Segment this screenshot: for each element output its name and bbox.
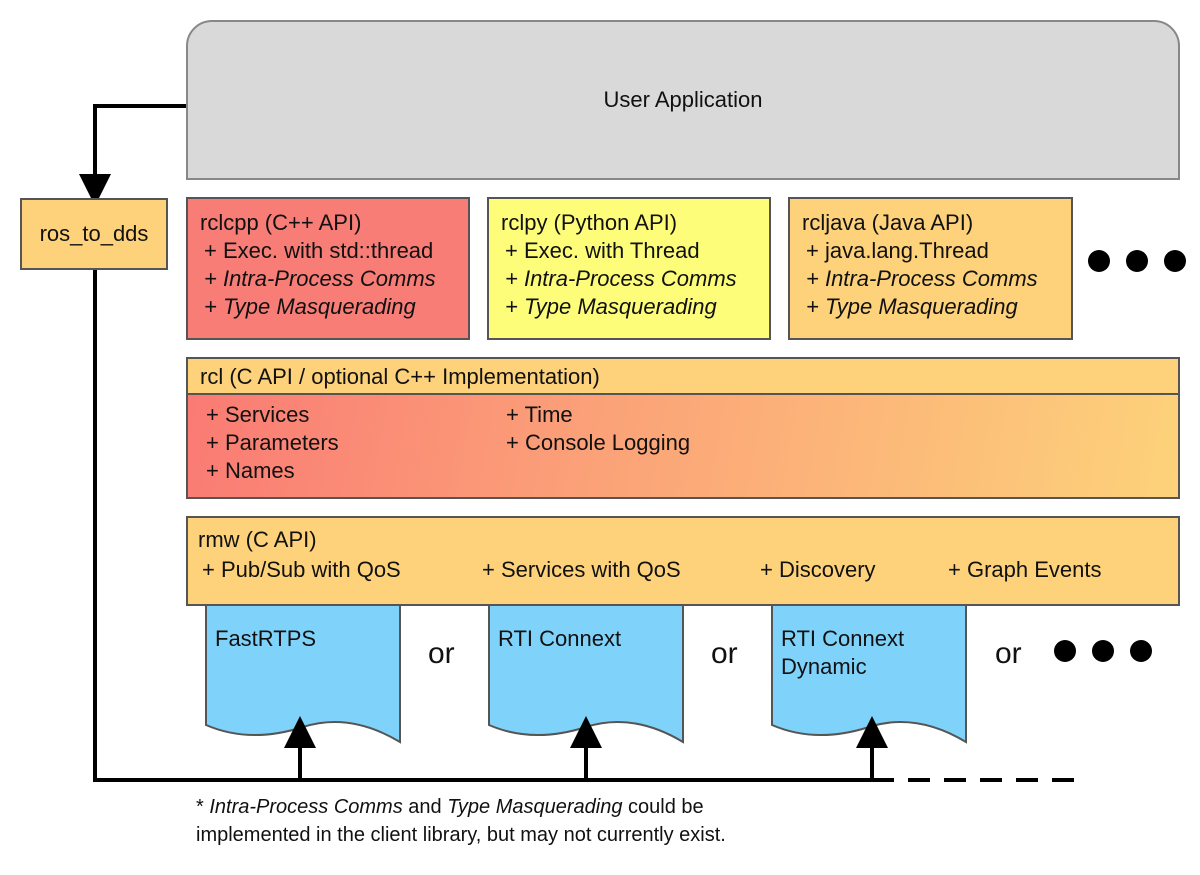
ellipsis-dot [1088,250,1110,272]
rcl-features-col1: + Services + Parameters + Names [206,401,339,485]
rmw-feature: + Pub/Sub with QoS [202,557,401,582]
rclpy-item: + Intra-Process Comms [505,266,737,291]
rclcpp-title: rclcpp (C++ API) [200,210,362,235]
footnote-text: could be [622,796,704,818]
footnote-line-2: implemented in the client library, but m… [196,824,726,846]
ellipsis-dot [1126,250,1148,272]
ellipsis-dot [1092,640,1114,662]
rmw-block: rmw (C API) + Pub/Sub with QoS + Service… [186,516,1180,606]
rcl-feature: + Console Logging [506,430,691,455]
rcl-features-col2: + Time + Console Logging [506,401,690,457]
rcljava-block: rcljava (Java API) + java.lang.Thread + … [788,197,1073,340]
rclpy-title: rclpy (Python API) [501,210,678,235]
ellipsis-dot [1054,640,1076,662]
dds-label-line: FastRTPS [215,626,317,651]
rcl-block: rcl (C API / optional C++ Implementation… [186,357,1180,499]
ros-to-dds-block: ros_to_dds [20,198,168,270]
footnote-text: and [402,796,448,818]
rcljava-item: + Type Masquerading [806,294,1018,319]
more-client-libs-ellipsis [1088,250,1186,272]
rcljava-title: rcljava (Java API) [802,210,974,235]
rti-connext-dynamic-label: RTI Connext Dynamic [781,625,904,681]
rclpy-item: + Exec. with Thread [505,238,700,263]
dds-label-line: Dynamic [781,654,867,679]
fastrtps-label: FastRTPS [215,625,316,653]
footnote-line-1: * Intra-Process Comms and Type Masquerad… [196,793,726,821]
ros-to-dds-bus-line [93,270,872,782]
or-label: or [995,637,1022,670]
rclcpp-block: rclcpp (C++ API) + Exec. with std::threa… [186,197,470,340]
rcljava-item: + java.lang.Thread [806,238,989,263]
more-dds-ellipsis [1054,640,1152,662]
user-application-block: User Application [186,20,1180,180]
rmw-feature: + Graph Events [948,557,1102,582]
rclpy-block: rclpy (Python API) + Exec. with Thread +… [487,197,771,340]
rti-connext-label: RTI Connext [498,625,621,653]
rcl-feature: + Time [506,402,573,427]
footnote-text: * [196,796,210,818]
rcl-title: rcl (C API / optional C++ Implementation… [188,359,1178,395]
rmw-feature: + Services with QoS [482,557,681,582]
rclcpp-item: + Exec. with std::thread [204,238,434,263]
rclcpp-item: + Type Masquerading [204,294,416,319]
ros-to-dds-label: ros_to_dds [39,221,149,246]
rclcpp-item: + Intra-Process Comms [204,266,436,291]
or-label: or [711,637,738,670]
rcljava-item: + Intra-Process Comms [806,266,1038,291]
rclpy-item: + Type Masquerading [505,294,717,319]
footnote: * Intra-Process Comms and Type Masquerad… [196,793,726,849]
footnote-emphasis: Intra-Process Comms [209,796,403,818]
dds-label-line: RTI Connext [781,626,905,651]
dds-label-line: RTI Connext [498,626,622,651]
or-label: or [428,637,455,670]
user-application-label: User Application [603,87,763,112]
rcl-feature: + Parameters [206,430,339,455]
rcl-feature: + Services [206,402,310,427]
ellipsis-dot [1164,250,1186,272]
rmw-feature: + Discovery [760,557,876,582]
rmw-title: rmw (C API) [198,527,317,552]
ellipsis-dot [1130,640,1152,662]
footnote-emphasis: Type Masquerading [447,796,623,818]
app-to-ros-to-dds-arrow [79,104,186,206]
rcl-feature: + Names [206,458,295,483]
